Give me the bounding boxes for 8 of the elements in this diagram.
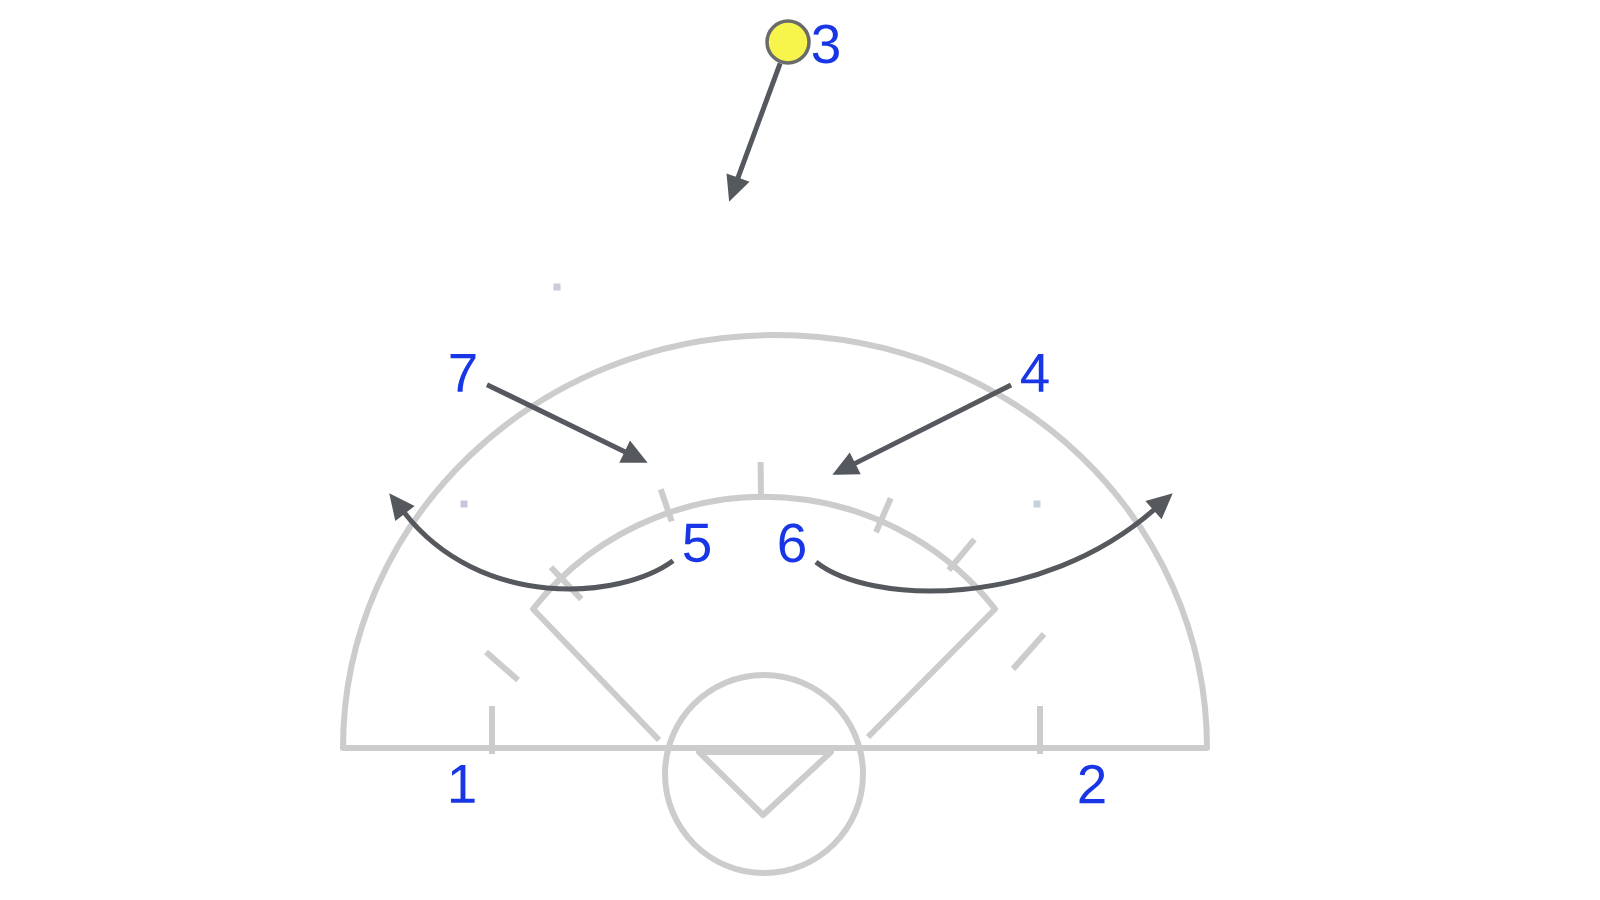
player-number: 3 — [812, 24, 839, 64]
player-number: 6 — [779, 523, 805, 563]
player-number: 4 — [1021, 354, 1049, 392]
player-number: 1 — [450, 765, 475, 803]
player-number: 7 — [450, 354, 476, 392]
player-number: 2 — [1079, 764, 1105, 804]
player-number: 5 — [683, 523, 710, 563]
ball — [765, 19, 811, 65]
